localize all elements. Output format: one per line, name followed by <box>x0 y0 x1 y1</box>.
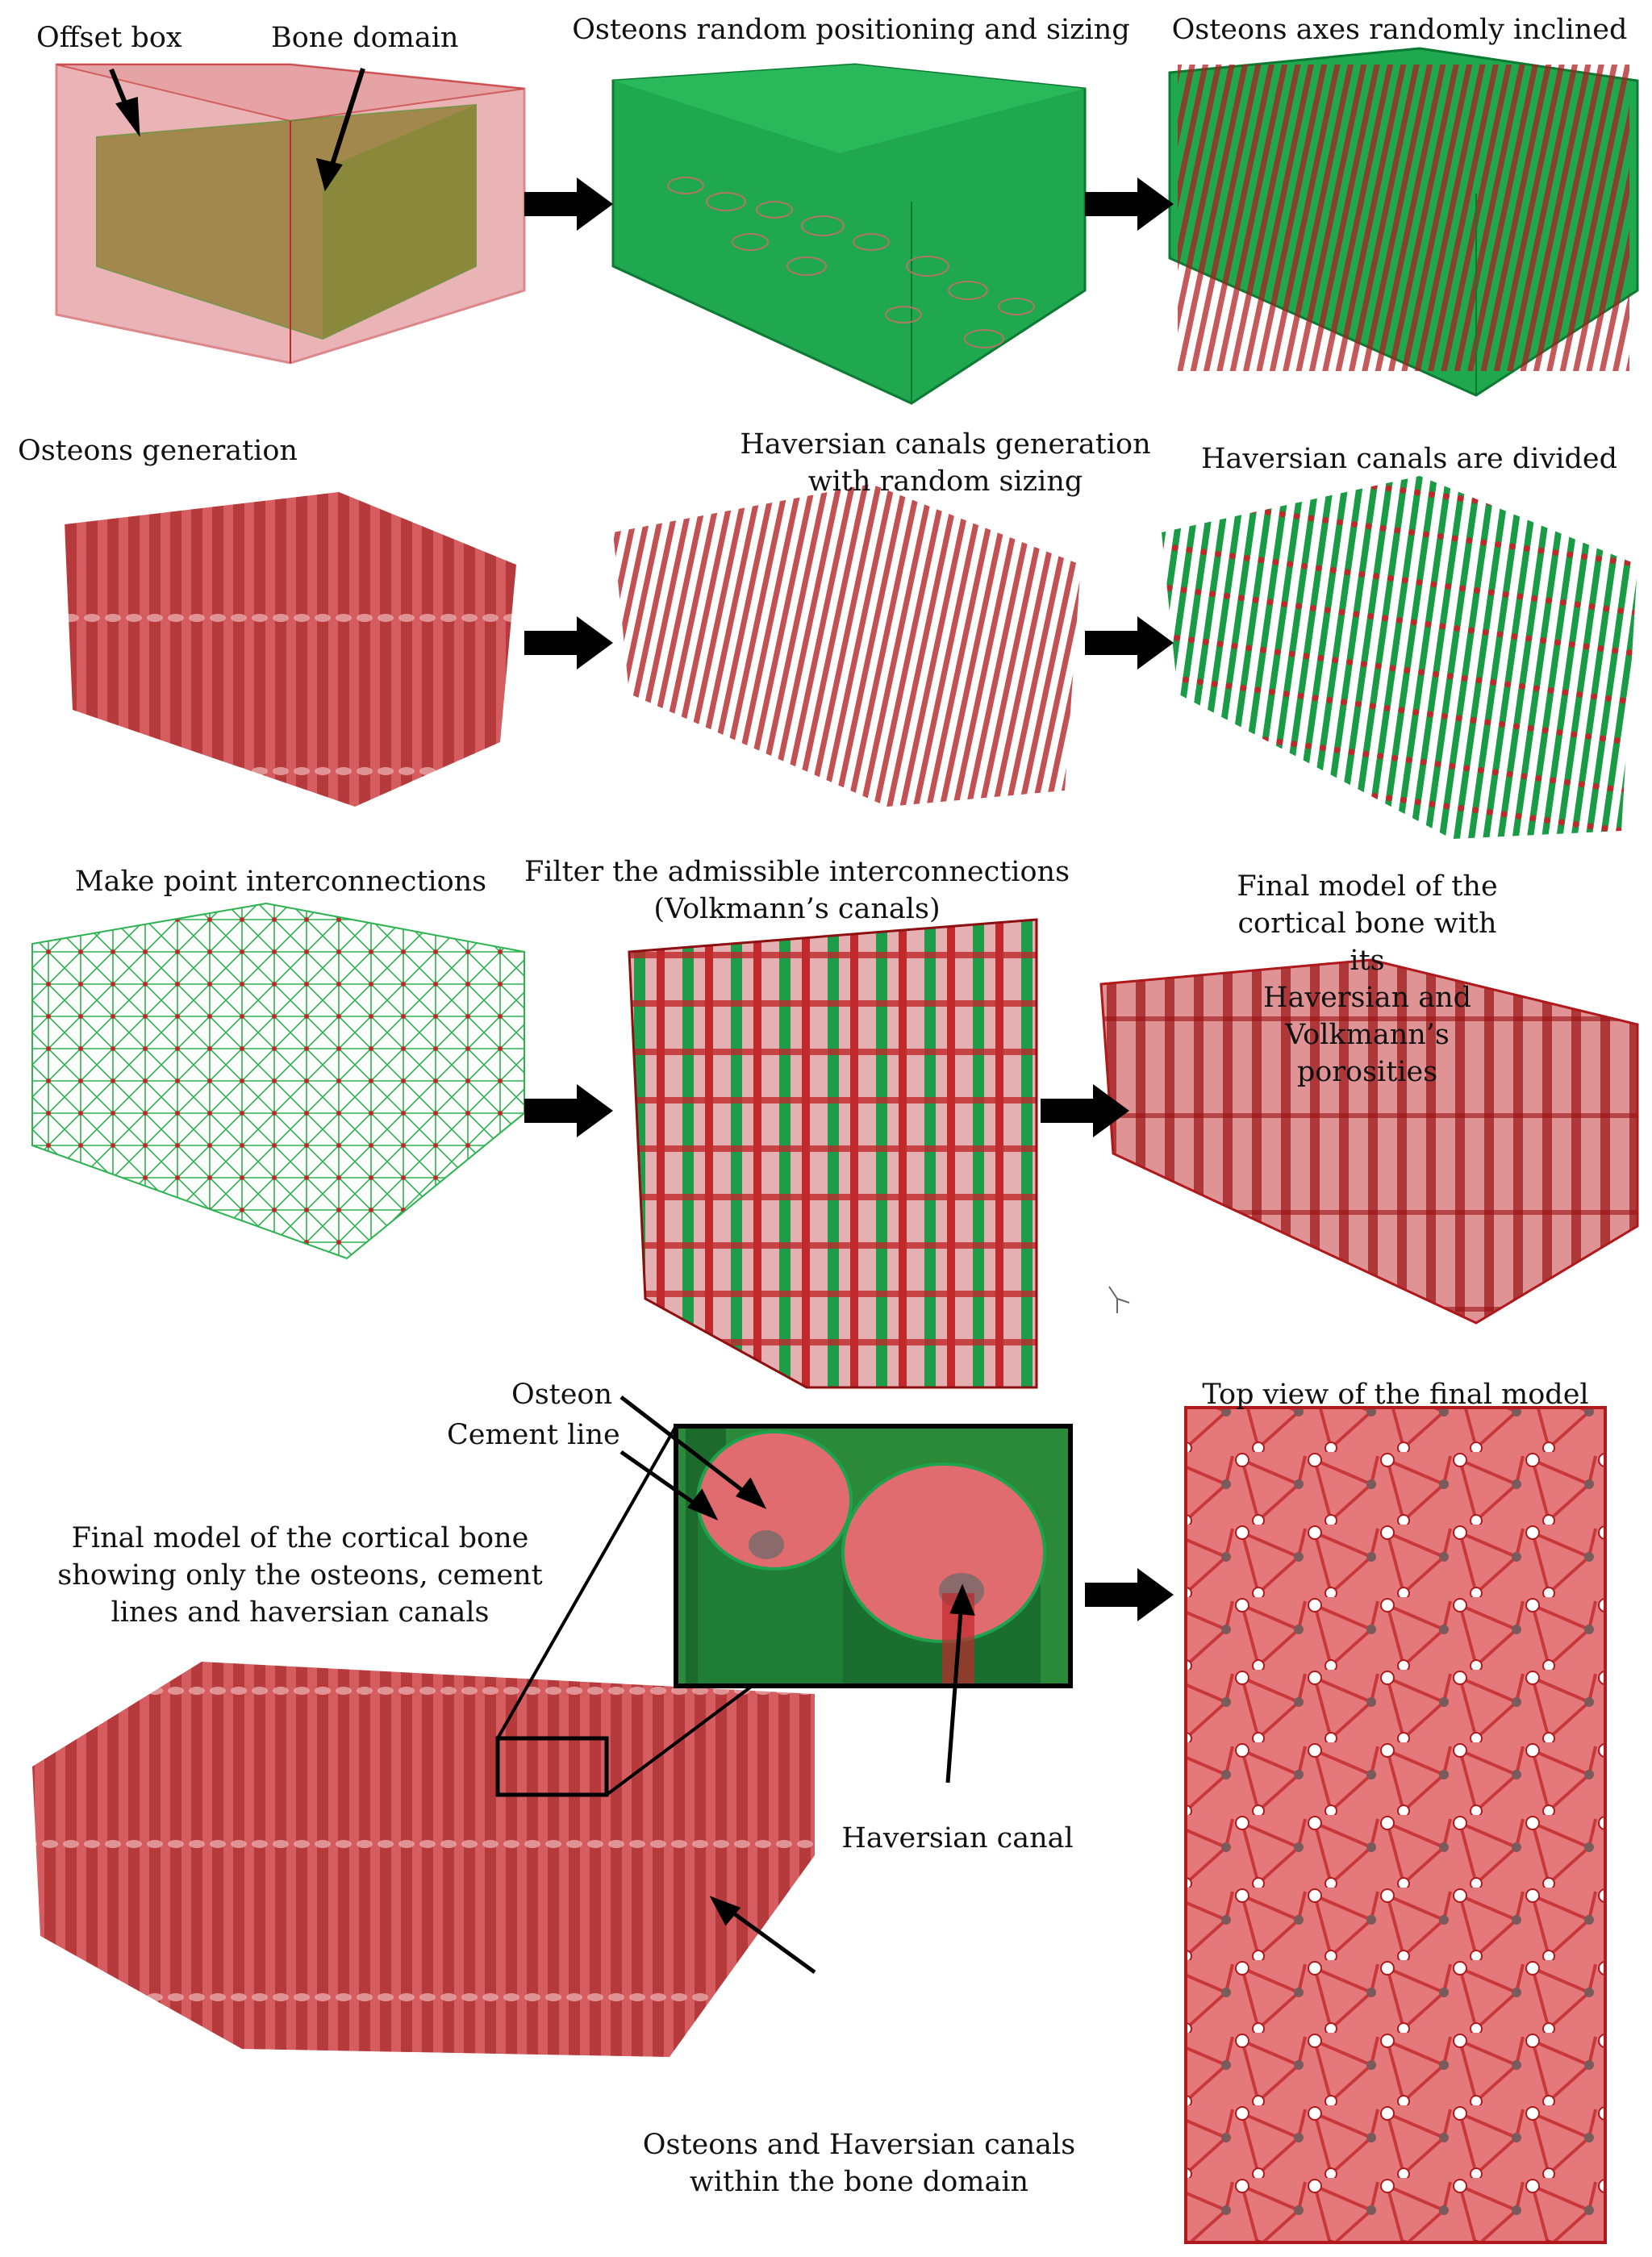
panel-osteons-axes <box>1168 47 1639 397</box>
label-osteons-axes: Osteons axes randomly inclined <box>1171 14 1628 46</box>
panel-haversian-divided <box>1162 476 1637 839</box>
arrow-right-icon <box>1041 1084 1129 1137</box>
label-top-view: Top view of the final model <box>1202 1379 1589 1411</box>
axes-triad-icon <box>1108 1286 1130 1313</box>
label-cement-line: Cement line <box>447 1419 620 1451</box>
label-haversian-canal: Haversian canal <box>841 1822 1074 1854</box>
label-final-model: Final model of the cortical bone with it… <box>1237 870 1498 1088</box>
zoom-detail-panel <box>674 1424 1073 1688</box>
arrow-right-icon <box>524 616 613 670</box>
arrow-right-icon <box>524 1084 613 1137</box>
label-bone-domain: Bone domain <box>271 22 459 54</box>
label-osteons-positioning: Osteons random positioning and sizing <box>572 14 1130 46</box>
panel-final-osteons <box>32 1662 815 2057</box>
label-osteon: Osteon <box>511 1379 613 1411</box>
arrow-right-icon <box>1085 177 1174 231</box>
label-haversian-divided: Haversian canals are divided <box>1201 443 1617 475</box>
arrow-right-icon <box>524 177 613 231</box>
arrow-right-icon <box>1085 616 1174 670</box>
panel-top-view <box>1184 1406 1607 2244</box>
panel-haversian-generation <box>613 484 1081 807</box>
label-point-interconnections: Make point interconnections <box>74 866 487 898</box>
panel-osteons-generation <box>65 492 516 807</box>
label-arrows <box>109 68 365 192</box>
panel-point-interconnections <box>31 902 525 1260</box>
panel-volkmann-canals <box>628 918 1038 1389</box>
arrow-right-icon <box>1085 1568 1174 1621</box>
zoom-source-box <box>495 1736 609 1797</box>
label-offset-box: Offset box <box>36 22 182 54</box>
process-arrows <box>524 177 1174 1621</box>
label-filter-interconnections: Filter the admissible interconnections(V… <box>524 856 1070 925</box>
label-osteons-generation: Osteons generation <box>18 435 298 467</box>
panel-offset-box <box>55 63 526 365</box>
detail-arrows <box>620 1396 975 1975</box>
panel-final-model <box>1099 958 1639 1325</box>
panel-osteons-positioning <box>611 63 1087 405</box>
